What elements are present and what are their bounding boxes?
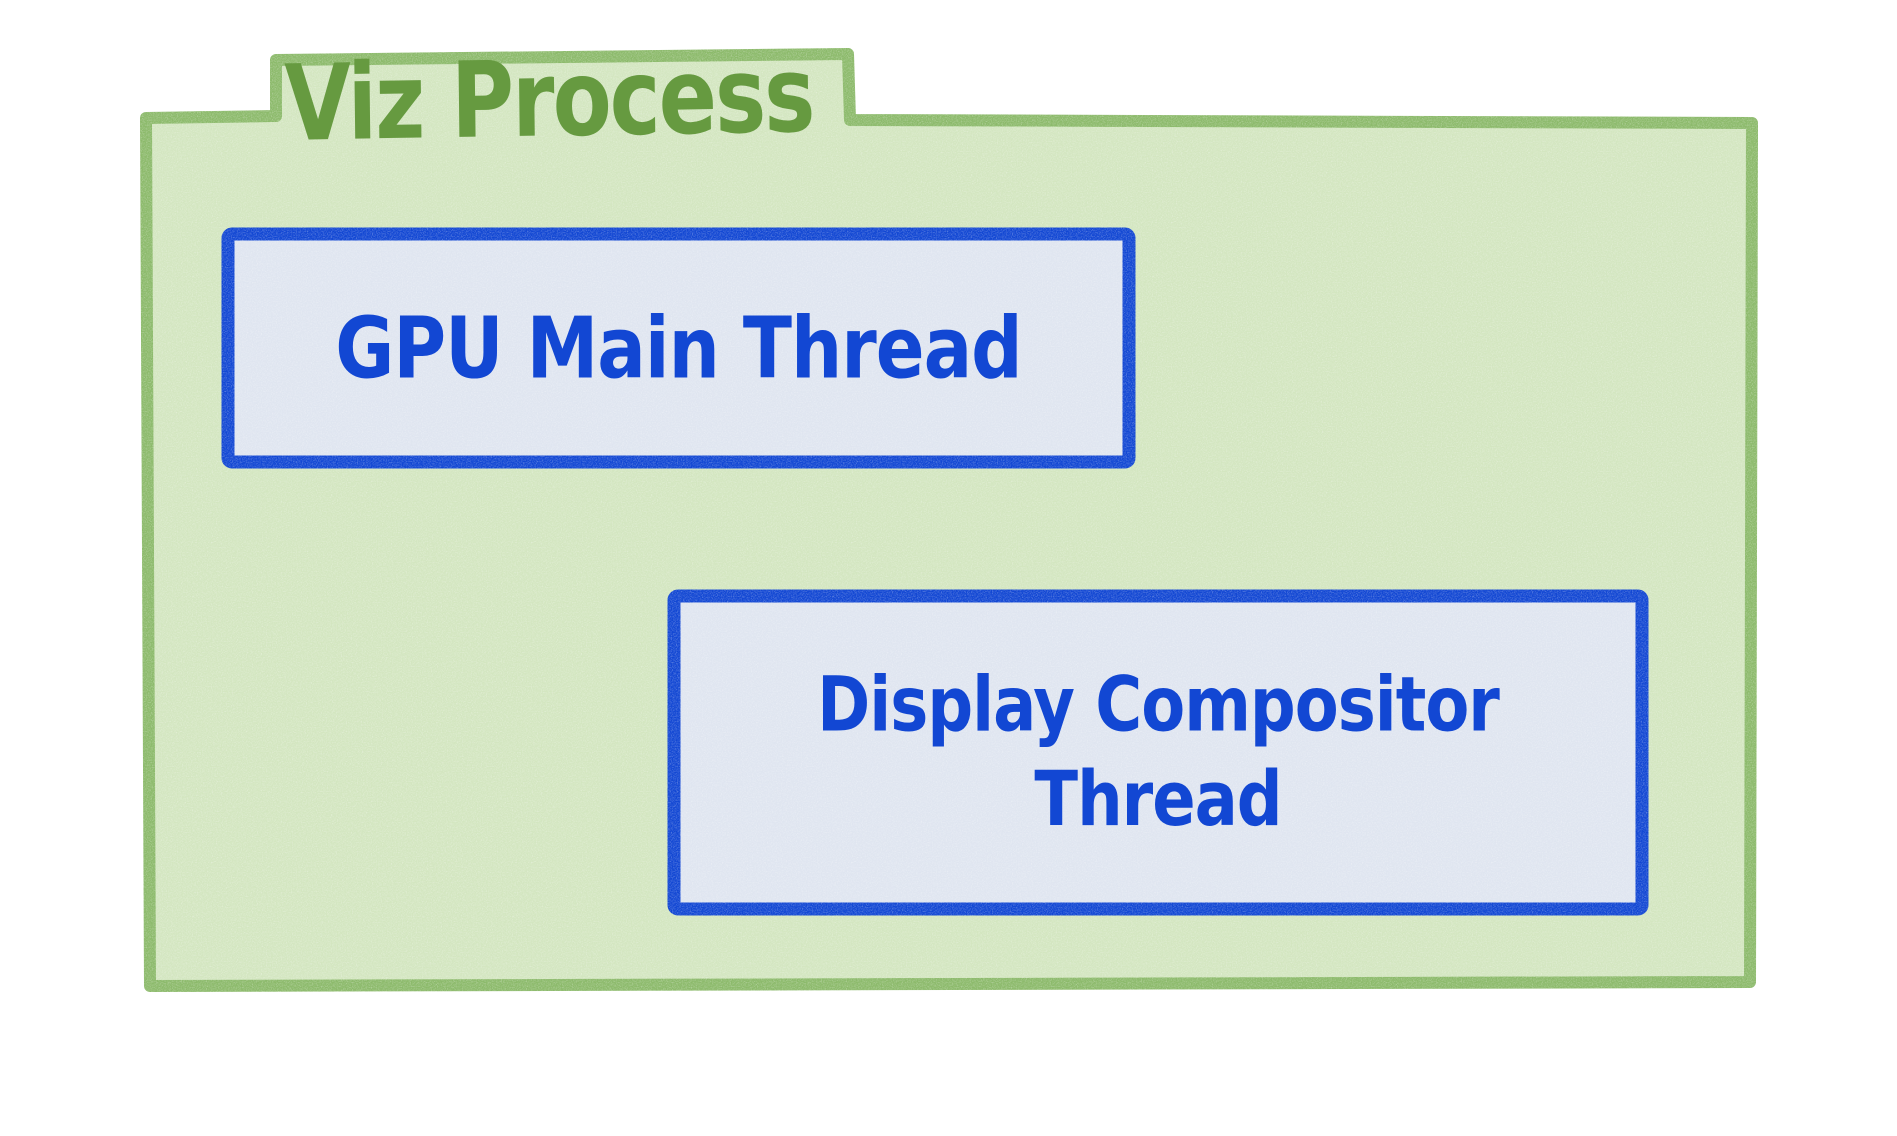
display-compositor-thread-label: Display Compositor Thread [817,661,1500,844]
gpu-main-thread-label: GPU Main Thread [335,298,1022,398]
display-compositor-thread-label-area: Display Compositor Thread [668,590,1648,915]
gpu-main-thread-label-area: GPU Main Thread [222,228,1135,468]
viz-process-label: Viz Process [283,34,814,166]
